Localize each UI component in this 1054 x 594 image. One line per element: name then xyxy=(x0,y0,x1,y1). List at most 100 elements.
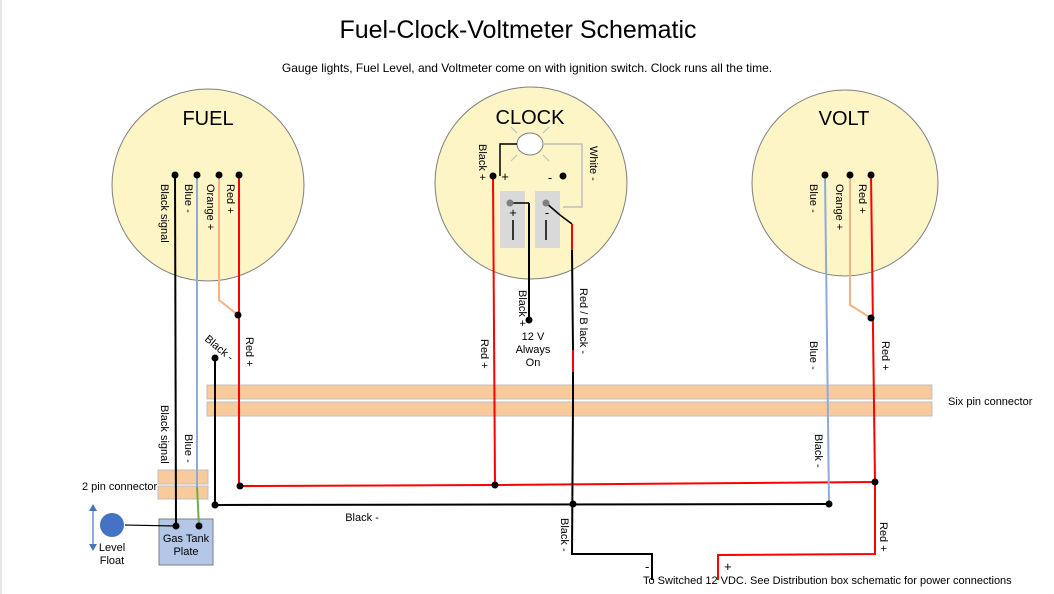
fuel-black-signal-wire xyxy=(174,174,177,527)
clock-plus-post xyxy=(506,199,514,207)
volt-terminal-orange xyxy=(846,171,854,179)
red-bus-junction-volt xyxy=(871,478,879,486)
volt-gauge-name: VOLT xyxy=(819,108,870,130)
always-on-terminal xyxy=(525,316,533,324)
lamp-ray-1 xyxy=(510,126,518,134)
clock-black-plus-face-label: Black + xyxy=(476,144,488,180)
ground-bus-junction-volt xyxy=(825,500,833,508)
clock-black-plus-label: Black + xyxy=(516,290,528,326)
fuel-black-signal-label: Black signal xyxy=(158,405,170,464)
always-on-label-3: On xyxy=(526,357,541,369)
clock-redblack-wire-black-1 xyxy=(571,249,574,351)
level-float-icon xyxy=(100,513,124,537)
clock-minus-jumper xyxy=(545,202,573,225)
fuel-gauge-name: FUEL xyxy=(182,108,233,130)
volt-gauge xyxy=(751,89,939,277)
junction-dots xyxy=(171,171,879,530)
always-on-label-2: Always xyxy=(516,344,551,356)
volt-blue-minus-label: Blue - xyxy=(807,341,819,370)
fuel-gauge xyxy=(111,88,305,282)
power-plus-sign: + xyxy=(724,559,732,574)
ground-bus-label: Black - xyxy=(345,512,379,524)
fuel-sender-green-wire xyxy=(196,486,200,527)
clock-black-minus-label: Black - xyxy=(558,518,570,552)
fuel-terminal-orange xyxy=(215,171,223,179)
page-subtitle: Gauge lights, Fuel Level, and Voltmeter … xyxy=(282,61,772,75)
level-float-label-2: Float xyxy=(100,555,124,567)
power-minus-sign: - xyxy=(645,559,649,574)
page-title: Fuel-Clock-Voltmeter Schematic xyxy=(339,16,696,44)
six-pin-connector-label: Six pin connector xyxy=(948,396,1033,408)
volt-wire-label-blue: Blue - xyxy=(807,184,819,213)
fuel-red-plus-label: Red + xyxy=(243,337,255,367)
fuel-wire-label-black-signal: Black signal xyxy=(158,184,170,243)
plus-terminal-sign: + xyxy=(509,205,517,220)
fuel-wire-label-blue: Blue - xyxy=(182,184,194,213)
two-pin-connector-label: 2 pin connector xyxy=(82,481,158,493)
switched-power-red-wire xyxy=(717,482,876,580)
clock-black-ground-wire xyxy=(570,372,653,580)
fuel-wire-label-red: Red + xyxy=(224,184,236,214)
clock-lamp-icon xyxy=(516,132,544,156)
black-ground-bus-wire xyxy=(214,503,830,506)
clock-terminal-white xyxy=(559,172,567,180)
clock-terminal-red xyxy=(489,172,497,180)
lamp-ray-3 xyxy=(510,154,518,162)
lamp-ray-4 xyxy=(542,154,550,162)
fuel-black-minus-label: Black - xyxy=(202,333,236,364)
power-note: To Switched 12 VDC. See Distribution box… xyxy=(643,575,1012,587)
fuel-terminal-blue xyxy=(193,171,201,179)
volt-orange-wire xyxy=(849,175,872,319)
fuel-orange-red-junction xyxy=(234,311,242,319)
clock-red-plus-label: Red + xyxy=(478,339,490,369)
volt-wire-label-orange: Orange + xyxy=(833,184,845,230)
volt-terminal-blue xyxy=(821,171,829,179)
volt-red-plus-label: Red + xyxy=(879,341,891,371)
level-float-label-1: Level xyxy=(99,542,125,554)
clock-gauge xyxy=(434,86,628,280)
fuel-orange-wire xyxy=(218,175,239,316)
arrow-down-icon xyxy=(89,544,97,551)
clock-lamp-lead xyxy=(499,143,517,176)
volt-red-wire xyxy=(870,174,876,483)
tank-terminal-signal xyxy=(172,522,180,530)
volt-orange-red-junction xyxy=(867,314,875,322)
fuel-terminal-black xyxy=(171,171,179,179)
clock-plus-sign: + xyxy=(501,169,509,184)
clock-minus-post xyxy=(542,199,550,207)
red-bus-junction-fuel xyxy=(236,482,244,490)
volt-blue-wire xyxy=(824,174,830,505)
two-pin-connector-upper xyxy=(157,469,209,485)
volt-red-plus-lower-label: Red + xyxy=(877,522,889,552)
clock-white-minus-label: White - xyxy=(587,146,599,181)
fuel-blue-minus-label: Blue - xyxy=(182,434,194,463)
lamp-ray-2 xyxy=(542,126,550,134)
minus-terminal-sign: - xyxy=(545,205,549,220)
clock-gauge-name: CLOCK xyxy=(496,107,566,129)
clock-white-wire xyxy=(543,143,583,208)
ground-bus-junction-clock xyxy=(569,500,577,508)
gas-tank-plate-label-2: Plate xyxy=(173,546,198,558)
clock-minus-sign: - xyxy=(548,170,552,185)
clock-red-wire xyxy=(492,175,496,486)
red-bus-junction-clock xyxy=(491,481,499,489)
fuel-wire-label-orange: Orange + xyxy=(204,184,216,230)
float-arm xyxy=(124,524,177,527)
arrow-up-icon xyxy=(89,504,97,511)
fuel-terminal-red xyxy=(235,171,243,179)
volt-wire-label-red: Red + xyxy=(856,184,868,214)
clock-red-black-label: Red / B lack - xyxy=(577,288,589,354)
tank-terminal-ground xyxy=(195,522,203,530)
gas-tank-plate xyxy=(158,518,214,566)
two-pin-connector-lower xyxy=(157,485,209,500)
ground-bus-junction-fuel xyxy=(211,501,219,509)
six-pin-connector-upper xyxy=(206,384,933,400)
red-bus-wire xyxy=(238,481,876,487)
gas-tank-plate-label-1: Gas Tank xyxy=(163,533,210,545)
always-on-label-1: 12 V xyxy=(522,331,545,343)
fuel-black-ground-junction xyxy=(211,354,219,362)
six-pin-connector-lower xyxy=(206,401,933,417)
volt-terminal-red xyxy=(867,171,875,179)
volt-black-minus-label: Black - xyxy=(812,434,824,468)
